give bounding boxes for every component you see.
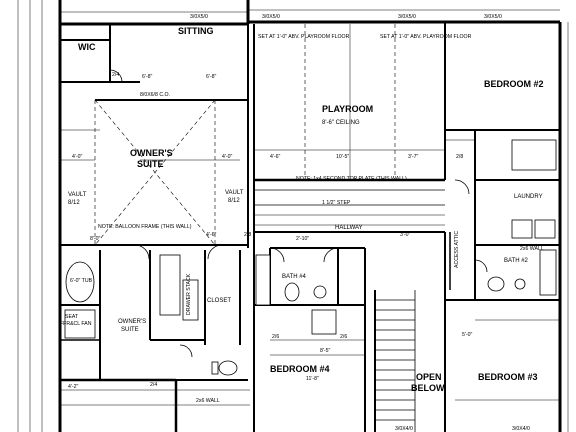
label-vault-right: VAULT [225,190,244,196]
dim-19: 2/4 [112,72,119,78]
label-owners-suite-lower-2: SUITE [121,327,139,333]
dimension-labels: 3/0X5/0 3/0X5/0 3/0X5/0 3/0X5/0 8/0X6/8 … [68,14,544,432]
dim-11: 4'-6" [270,154,280,160]
shower-bath4 [311,309,337,335]
label-owners-suite-2: SUITE [137,159,164,169]
sink-bath4 [313,285,327,299]
dim-30: 8'-5" [320,348,330,354]
label-owners-suite-lower: OWNER'S [118,319,146,325]
label-open-below: OPEN [416,372,442,382]
label-playroom: PLAYROOM [322,104,373,114]
note-step: 1 1/2" STEP [322,200,351,206]
door-swings [109,69,488,358]
dim-3: 3/0X5/0 [484,14,502,20]
toilet-tank-owner [211,361,219,375]
dim-21: 2/6 [272,334,279,340]
label-bedroom4: BEDROOM #4 [270,364,330,374]
toilet-owner [218,360,238,376]
dim-20: 2/4 [150,382,157,388]
vanity [159,254,181,316]
dim-1: 3/0X5/0 [262,14,280,20]
fixtures [64,139,557,376]
dim-16: 11'-8" [306,376,319,382]
dim-13: 3'-7" [408,154,418,160]
dim-18: 3/0X4/0 [512,426,530,432]
label-owners-suite: OWNER'S [130,148,173,158]
note-set-left: SET AT 1'-0" ABV. PLAYROOM FLOOR [258,34,350,40]
dim-17: 3/0X4/0 [395,426,413,432]
sink-bath2 [514,278,526,290]
label-tub: 6'-0" TUB [70,278,93,284]
dryer [534,219,556,239]
dim-25: 2x6 WALL [196,398,220,404]
tub [65,261,95,303]
drawer-stack [182,279,199,321]
dim-6: 6'-8" [142,74,152,80]
laundry-cabinet [511,139,557,171]
dim-24: 2/8 [456,154,463,160]
label-fan: FFR&CL FAN [60,321,92,327]
dim-28: 5'-0" [462,332,472,338]
dim-14: 8'-0" [90,236,100,242]
room-labels: SITTING WIC PLAYROOM 8'-6" CEILING OWNER… [60,26,544,393]
label-open-below-2: BELOW [411,383,445,393]
label-closet: CLOSET [207,298,231,304]
tub-bath2 [539,249,557,296]
label-laundry: LAUNDRY [514,194,543,200]
label-vault-left: VAULT [68,192,87,198]
toilet-bath2 [487,276,505,292]
shower [64,309,96,339]
label-sitting: SITTING [178,26,214,36]
dim-5: 8/0X6/8 C.O. [140,92,170,98]
note-top-plate: NOTE: 1x4 SECOND TOP PLATE (THIS WALL) [296,176,407,182]
dim-27: 3'-0" [400,232,410,238]
label-vault-right-pitch: 8/12 [228,198,240,204]
dim-4: 3/0X5/0 [190,14,208,20]
label-bath2: BATH #2 [504,258,529,264]
label-bath4: BATH #4 [282,274,307,280]
dim-22: 2/6 [340,334,347,340]
label-bedroom2: BEDROOM #2 [484,79,544,89]
notes: SET AT 1'-0" ABV. PLAYROOM FLOOR SET AT … [98,34,472,230]
dim-8: 4'-0" [72,154,82,160]
washer [511,219,533,239]
label-wic: WIC [78,42,96,52]
dim-12: 10'-5" [336,154,349,160]
label-bedroom3: BEDROOM #3 [478,372,538,382]
dim-23: 2/8 [244,232,251,238]
dim-26: 2x6 WALL [520,246,544,252]
dim-15: 2'-10" [296,236,309,242]
note-set-right: SET AT 1'-0" ABV. PLAYROOM FLOOR [380,34,472,40]
stairs [375,290,416,432]
dim-10: 4'-6" [206,232,216,238]
dimension-lines [17,0,569,432]
toilet-bath4 [284,282,300,302]
label-seat: SEAT [65,314,79,320]
dim-7: 6'-8" [206,74,216,80]
dim-2: 3/0X5/0 [398,14,416,20]
dim-29: 4'-2" [68,384,78,390]
outer-walls [58,0,562,432]
interior-walls [60,22,560,432]
note-balloon-frame: NOTE: BALLOON FRAME (THIS WALL) [98,224,192,230]
label-playroom-ceiling: 8'-6" CEILING [322,120,360,126]
label-dresser: DRAWER STACK [186,273,192,315]
label-vault-left-pitch: 8/12 [68,200,80,206]
label-hallway: HALLWAY [335,225,363,231]
label-access-attic: ACCESS ATTIC [454,231,460,268]
dim-9: 4'-0" [222,154,232,160]
tub-bath4 [255,254,271,306]
